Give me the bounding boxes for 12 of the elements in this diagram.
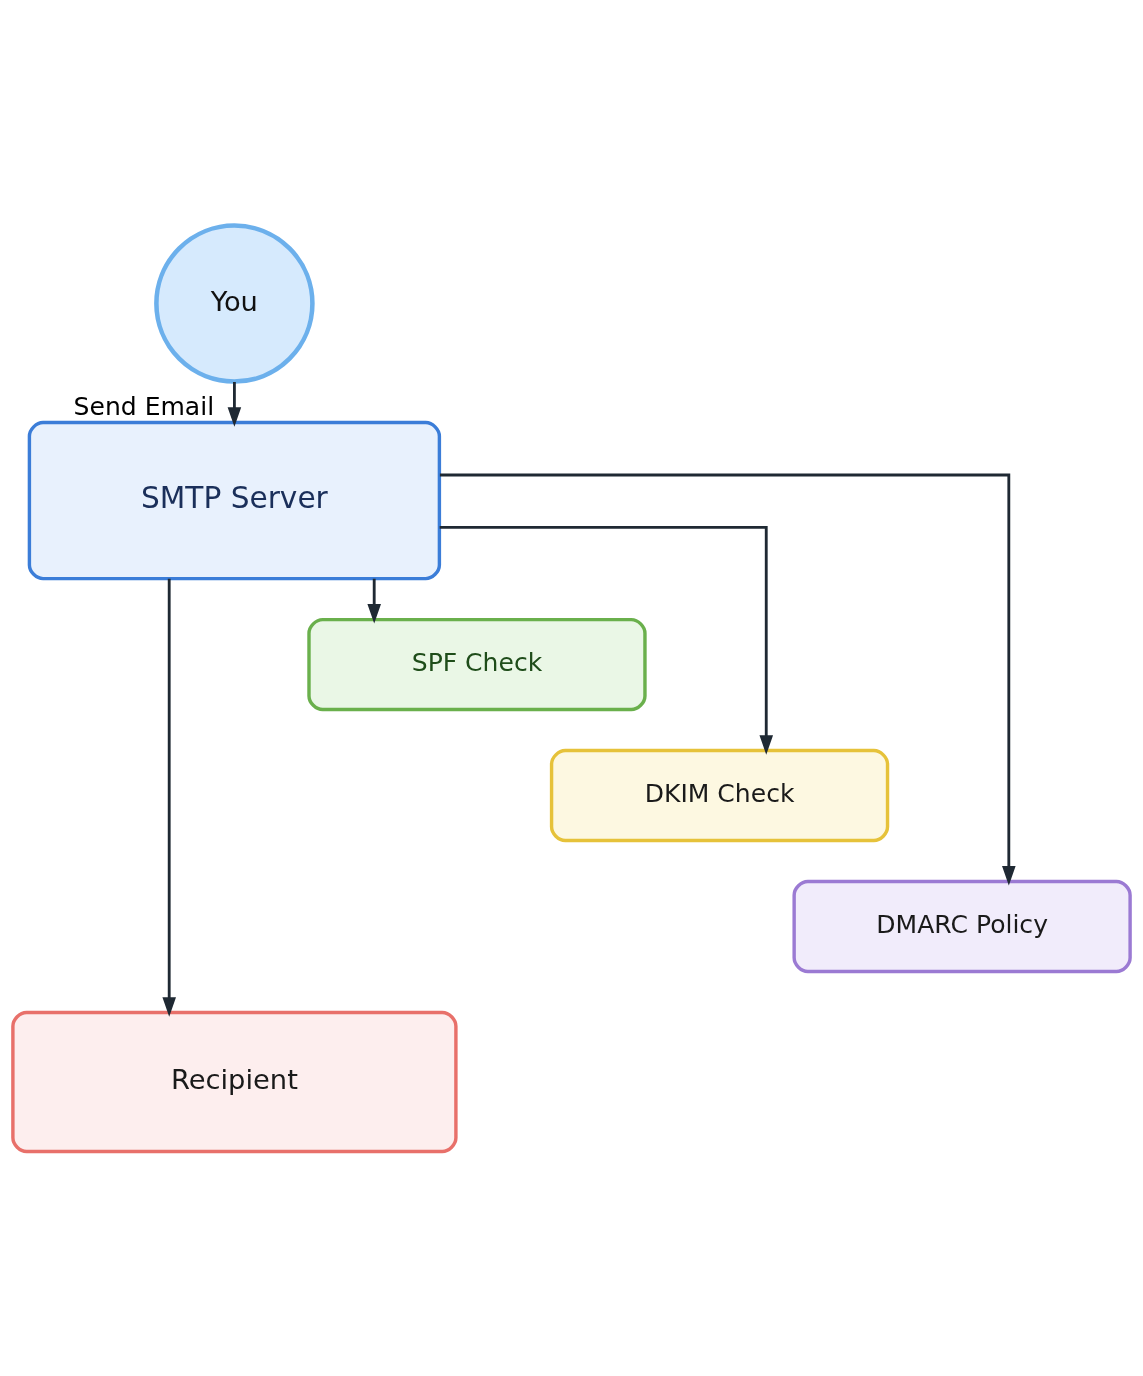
node-box: DMARC Policy <box>792 879 1132 973</box>
arrow <box>367 578 381 623</box>
node-box: Recipient <box>11 1010 458 1153</box>
node-circle: You <box>154 222 315 384</box>
arrow <box>439 525 774 755</box>
edge-label: Send Email <box>73 391 215 421</box>
arrow <box>439 473 1016 885</box>
node-box: DKIM Check <box>549 748 890 842</box>
node-box: SMTP Server <box>27 420 442 580</box>
arrow <box>162 578 176 1017</box>
node-box: SPF Check <box>307 617 647 711</box>
arrow <box>227 381 242 427</box>
